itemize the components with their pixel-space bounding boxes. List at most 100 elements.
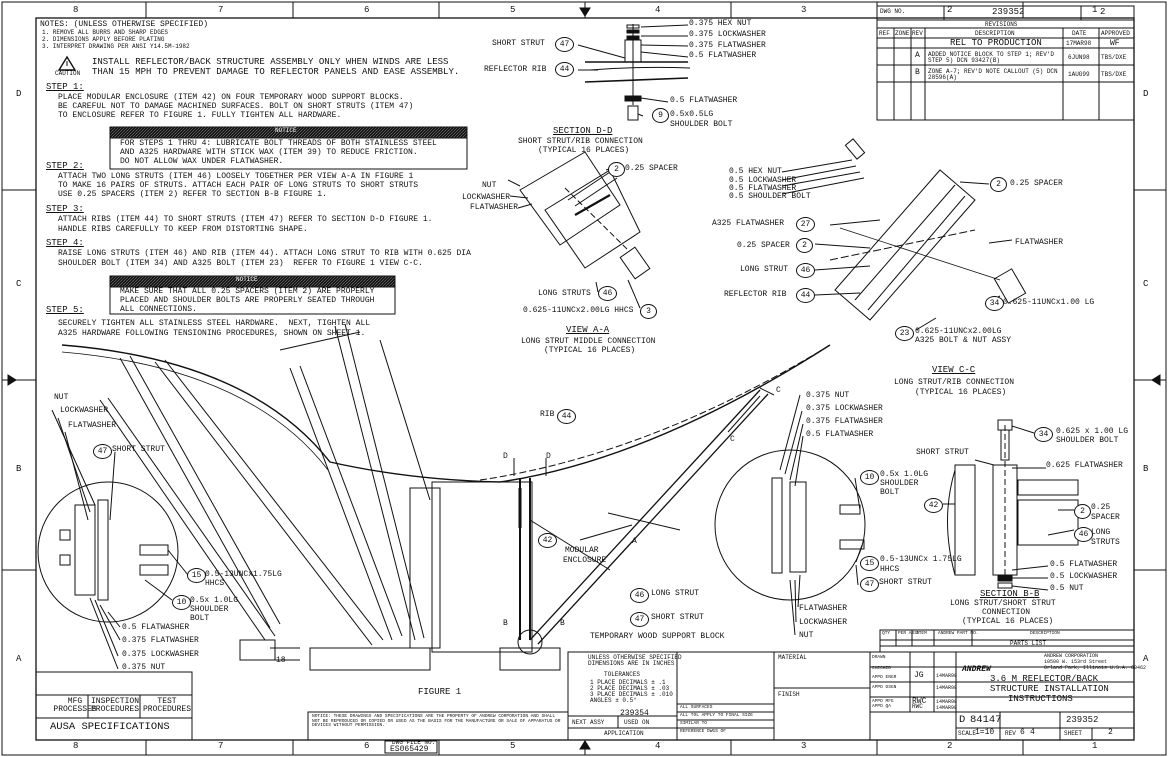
- f1-wood-block-label: TEMPORARY WOOD SUPPORT BLOCK: [590, 632, 725, 641]
- zone-col-3-bottom: 3: [801, 741, 807, 751]
- cc-sub2: (TYPICAL 16 PLACES): [915, 388, 1007, 397]
- dwg-tag-label: DWG NO.: [880, 8, 906, 15]
- dd-lockwasher-label: 0.375 LOCKWASHER: [689, 30, 766, 39]
- balloon-f1-right-short-strut: 47: [860, 577, 879, 592]
- footer-sheet-label: SHEET: [1064, 730, 1083, 737]
- rev-header-approved: APPROVED: [1101, 30, 1130, 37]
- step1-title: STEP 1:: [46, 82, 84, 92]
- finish-label: FINISH: [778, 691, 800, 698]
- tol-line-1: 1 PLACE DECIMALS ± .1: [590, 679, 666, 686]
- balloon-f1-rib: 44: [557, 409, 576, 424]
- balloon-aa-hhcs: 3: [640, 304, 657, 319]
- rev-header-date: DATE: [1072, 30, 1087, 37]
- application-used-on: USED ON: [624, 719, 650, 726]
- dd-sub1: SHORT STRUT/RIB CONNECTION: [518, 137, 643, 146]
- aa-sub2: (TYPICAL 16 PLACES): [544, 346, 636, 355]
- bb-long-a-label: LONG: [1091, 528, 1111, 537]
- f1-right-lw375-label: 0.375 LOCKWASHER: [806, 404, 883, 413]
- tol-header-1: UNLESS OTHERWISE SPECIFIED: [588, 654, 682, 661]
- f1-left-short-strut-label: SHORT STRUT: [112, 445, 165, 454]
- cc-spacer-right-label: 0.25 SPACER: [1010, 179, 1063, 188]
- rev-header-desc: DESCRIPTION: [975, 30, 1015, 37]
- cc-bolt23a-label: 0.625-11UNCx2.00LG: [915, 327, 1002, 336]
- figure1-right-detail: [771, 394, 865, 636]
- f1-section-b-right: B: [560, 619, 565, 628]
- f1-enclosure-a-label: MODULAR: [565, 546, 599, 555]
- notice-boxes: [109, 126, 468, 315]
- rev-row-1-date: 6JUN98: [1068, 54, 1090, 61]
- company-addr2: Orland Park, Illinois U.S.A. 60462: [1044, 665, 1147, 671]
- notice2-label: NOTICE: [236, 276, 258, 283]
- notice2-line-3: ALL CONNECTIONS.: [120, 305, 197, 314]
- f1-right-fw5-label: 0.5 FLATWASHER: [806, 430, 874, 439]
- dd-reflector-rib-label: REFLECTOR RIB: [484, 65, 547, 74]
- zone-col-5-top: 5: [510, 5, 516, 15]
- f1-dim-18: 18: [276, 656, 286, 665]
- caution-text-2: THAN 15 MPH TO PREVENT DAMAGE TO REFLECT…: [92, 67, 460, 77]
- balloon-aa-long-struts: 46: [598, 286, 617, 301]
- notice2-line-1: MAKE SURE THAT ALL 0.25 SPACERS (ITEM 2)…: [120, 287, 375, 296]
- rev-row-0-approved: WF: [1110, 39, 1120, 48]
- signoff-dsgn-date: 14MAR98: [936, 685, 958, 691]
- notice1-line-2: AND A325 HARDWARE WITH STICK WAX (ITEM 3…: [120, 148, 418, 157]
- balloon-bb-spacer: 2: [1074, 504, 1091, 519]
- f1-long-strut-label: LONG STRUT: [651, 589, 700, 598]
- parts-header-part-no: ANDREW PART NO.: [938, 631, 979, 636]
- tol-extra-3: SIMILAR TO: [680, 721, 708, 726]
- f1-right-nut-label: NUT: [799, 631, 814, 640]
- notes-sub-2: 2. DIMENSIONS APPLY BEFORE PLATING: [42, 36, 165, 43]
- f1-right-sb-a-label: 0.5x 1.0LG: [880, 470, 929, 479]
- spec-col-mfg: MFG PROCESSES: [52, 697, 98, 715]
- section-dd-detail: [577, 24, 691, 121]
- f1-view-c-bottom: C: [730, 435, 735, 444]
- notice1-line-3: DO NOT ALLOW WAX UNDER FLATWASHER.: [120, 157, 284, 166]
- zone-col-8-top: 8: [73, 5, 79, 15]
- cc-a325-flatwasher-label: A325 FLATWASHER: [712, 219, 785, 228]
- dd-flatwasher-5-label: 0.5 FLATWASHER: [689, 51, 757, 60]
- dd-flatwasher-5b-label: 0.5 FLATWASHER: [670, 96, 738, 105]
- balloon-cc-a325-fw: 27: [796, 217, 815, 232]
- f1-right-fw375-label: 0.375 FLATWASHER: [806, 417, 883, 426]
- zone-row-b-right: B: [1143, 464, 1149, 474]
- dwg-file-value: ES065429: [390, 745, 429, 754]
- bb-title: SECTION B-B: [980, 589, 1040, 599]
- f1-right-sb-b-label: SHOULDER: [880, 479, 919, 488]
- rev-row-1-approved: TBS/DXE: [1101, 54, 1127, 61]
- step1-line-1: PLACE MODULAR ENCLOSURE (ITEM 42) ON FOU…: [58, 93, 404, 102]
- zone-col-2-bottom: 2: [947, 741, 953, 751]
- spec-block-title: AUSA SPECIFICATIONS: [50, 721, 170, 733]
- zone-col-6-top: 6: [364, 5, 370, 15]
- aa-sub1: LONG STRUT MIDDLE CONNECTION: [521, 337, 656, 346]
- spec-col-test: TEST PROCEDURES: [142, 697, 192, 715]
- footer-sheet: 2: [1108, 728, 1113, 737]
- f1-left-flatwasher-label: FLATWASHER: [68, 421, 117, 430]
- balloon-f1-right-hhcs: 15: [860, 556, 879, 571]
- step1-line-3: TO ENCLOSURE REFER TO FIGURE 1. FULLY TI…: [58, 111, 342, 120]
- step2-line-3: USE 0.25 SPACERS (ITEM 2) REFER TO SECTI…: [58, 190, 327, 199]
- footer-sheet-of: 6: [1020, 728, 1025, 737]
- company-addr1: 10500 W. 153rd Street: [1044, 659, 1108, 665]
- spec-col-mfg-text: MFG PROCESSES: [53, 697, 97, 715]
- aa-hhcs-label: 0.625-11UNCx2.00LG HHCS: [523, 306, 634, 315]
- title-line-3: INSTRUCTIONS: [1008, 694, 1073, 704]
- aa-title: VIEW A-A: [566, 325, 610, 335]
- cc-bolt34-label: 0.625-11UNCx1.00 LG: [1003, 298, 1095, 307]
- figure1-left-detail: [51, 409, 189, 670]
- material-label: MATERIAL: [778, 654, 807, 661]
- rev-row-0-date: 17MAR98: [1066, 40, 1092, 47]
- tol-title: TOLERANCES: [604, 671, 641, 678]
- balloon-aa-spacer: 2: [608, 162, 625, 177]
- notes-sub-3: 3. INTERPRET DRAWING PER ANSI Y14.5M-198…: [42, 43, 190, 50]
- f1-left-fw5-label: 0.5 FLATWASHER: [122, 623, 190, 632]
- figure1-title: FIGURE 1: [418, 687, 462, 697]
- signoff-mfg-role: APPD MFG: [872, 699, 894, 704]
- tol-extra-4: REFERENCE DWGS OF: [680, 729, 726, 734]
- bb-fw625-label: 0.625 FLATWASHER: [1046, 461, 1123, 470]
- aa-nut-label: NUT: [482, 181, 497, 190]
- balloon-bb-bolt34: 34: [1034, 427, 1053, 442]
- dd-shoulder-bolt-label: SHOULDER BOLT: [670, 120, 733, 129]
- zone-row-b-left: B: [16, 464, 22, 474]
- f1-right-flatwasher-label: FLATWASHER: [799, 604, 848, 613]
- step2-line-1: ATTACH TWO LONG STRUTS (ITEM 46) LOOSELY…: [58, 172, 414, 181]
